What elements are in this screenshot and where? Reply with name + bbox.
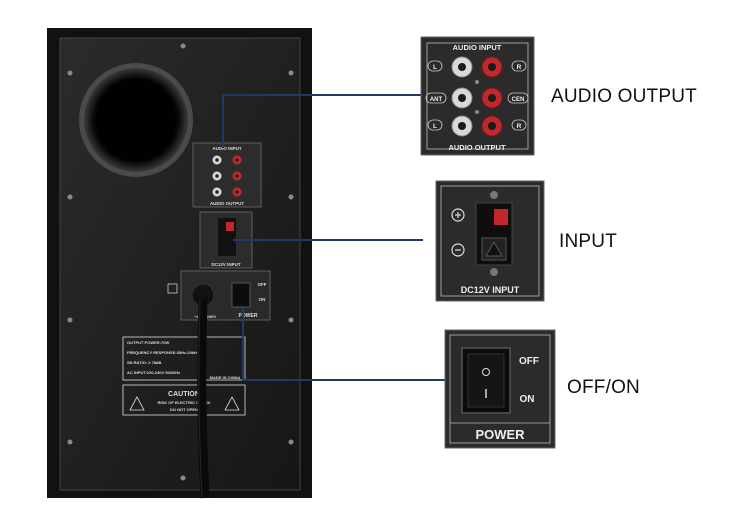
caution-title: CAUTION bbox=[168, 391, 200, 398]
spec-line-4: AC INPUT:220-240V 50/60Hz bbox=[127, 370, 180, 375]
spec-line-3: SN RATIO: ≥ 78dB bbox=[127, 360, 161, 365]
cabinet-audio-input-label: AUDIO INPUT bbox=[212, 146, 242, 151]
zoom-l-label-2: L bbox=[433, 123, 437, 130]
cabinet-dc-input-label: DC12V INPUT bbox=[211, 262, 241, 267]
minus-icon bbox=[451, 243, 465, 257]
zoom-power-label: POWER bbox=[475, 427, 525, 442]
spec-label: OUTPUT POWER:70W FREQUENCY RESPONSE:35Hz… bbox=[122, 336, 246, 381]
screws bbox=[67, 43, 294, 481]
cabinet-jack-panel: AUDIO INPUT AUDIO OUTPUT bbox=[192, 142, 262, 208]
cabinet-power-label: POWER bbox=[239, 313, 258, 319]
zoom-r-label-1: R bbox=[517, 64, 522, 71]
zoom-on-label: ON bbox=[520, 394, 535, 405]
zoom-r-label-2: R bbox=[517, 123, 522, 130]
screw-icon bbox=[490, 268, 498, 276]
zoom-audio-jacks: AUDIO INPUT AUDIO OUTPUT L ANT L R CEN R bbox=[420, 36, 535, 156]
caution-line-2: DO NOT OPEN bbox=[170, 407, 198, 412]
callout-audio-output: AUDIO OUTPUT bbox=[551, 86, 697, 107]
zoom-off-label: OFF bbox=[519, 356, 539, 367]
zoom-audio-input-label: AUDIO INPUT bbox=[453, 43, 502, 52]
cabinet-audio-output-label: AUDIO OUTPUT bbox=[210, 201, 245, 206]
callout-off-on: OFF/ON bbox=[567, 377, 640, 398]
off-symbol-icon bbox=[482, 368, 490, 376]
cabinet-power-panel: OFF ON POWER ~220V 240V bbox=[167, 270, 271, 321]
rca-jacks bbox=[451, 56, 503, 137]
callout-input: INPUT bbox=[559, 231, 617, 252]
leader-lines bbox=[222, 94, 449, 381]
caution-label: CAUTION RISK OF ELECTRIC SHOCK DO NOT OP… bbox=[122, 384, 246, 416]
zoom-ant-label: ANT bbox=[430, 97, 443, 103]
speaker-rear-panel: AUDIO INPUT AUDIO OUTPUT DC12V INPUT OFF… bbox=[47, 28, 312, 499]
cabinet-off-label: OFF bbox=[258, 282, 267, 287]
zoom-dc-input: DC12V INPUT bbox=[435, 180, 545, 302]
power-cord bbox=[191, 283, 215, 499]
spec-line-2: FREQUENCY RESPONSE:35Hz-20kHz bbox=[127, 350, 199, 355]
warning-icon bbox=[224, 396, 240, 411]
zoom-audio-output-label: AUDIO OUTPUT bbox=[448, 143, 506, 152]
cabinet-on-label: ON bbox=[259, 297, 266, 302]
bass-port bbox=[79, 63, 193, 177]
plus-icon bbox=[451, 208, 465, 222]
warning-icon bbox=[129, 396, 145, 411]
zoom-cen-label: CEN bbox=[512, 97, 525, 103]
zoom-l-label-1: L bbox=[433, 64, 437, 71]
zoom-dc-input-label: DC12V INPUT bbox=[461, 285, 520, 295]
screw-icon bbox=[490, 191, 498, 199]
zoom-power-switch: OFF ON POWER bbox=[444, 329, 556, 449]
made-in-label: MADE IN CHINA bbox=[210, 375, 241, 380]
spec-line-1: OUTPUT POWER:70W bbox=[127, 340, 169, 345]
caution-line-1: RISK OF ELECTRIC SHOCK bbox=[158, 400, 211, 405]
